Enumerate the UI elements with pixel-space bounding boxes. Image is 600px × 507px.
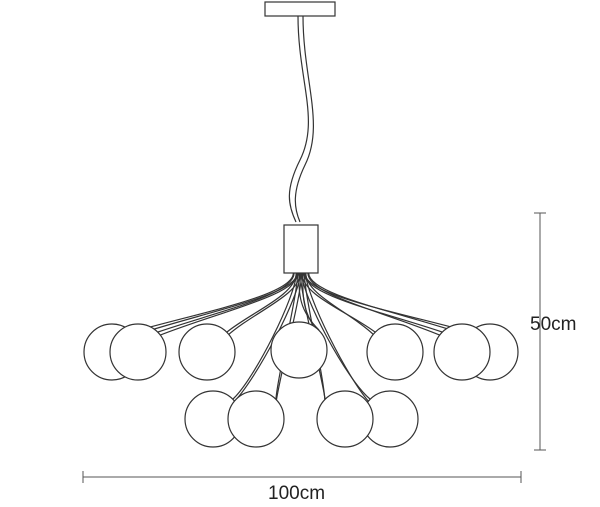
ceiling-canopy xyxy=(264,1,336,17)
lamp-arm xyxy=(131,272,298,337)
glass-globe xyxy=(270,321,328,379)
lamp-arm xyxy=(303,272,443,333)
lamp-arm xyxy=(232,272,297,400)
dimension-lines xyxy=(82,212,546,483)
lamp-arm xyxy=(307,272,443,337)
lamp-arm xyxy=(226,272,297,333)
width-label: 100cm xyxy=(268,483,326,504)
glass-globe xyxy=(433,323,491,381)
height-label: 50cm xyxy=(530,314,577,335)
globes xyxy=(83,321,519,448)
lamp-arm xyxy=(305,272,371,404)
lamp-arm xyxy=(308,272,471,337)
glass-globe xyxy=(109,323,167,381)
suspension-cable xyxy=(288,15,309,223)
glass-globe xyxy=(316,390,374,448)
glass-globe xyxy=(227,390,285,448)
lamp-arm xyxy=(157,272,295,333)
lamp-arm xyxy=(298,272,320,331)
glass-globe xyxy=(178,323,236,381)
lamp-arm xyxy=(157,272,299,337)
glass-globe xyxy=(366,323,424,381)
lamp-arm xyxy=(305,272,376,337)
lamp-arm xyxy=(131,272,294,333)
suspension-cable xyxy=(294,15,314,223)
lamp-body xyxy=(283,224,319,274)
